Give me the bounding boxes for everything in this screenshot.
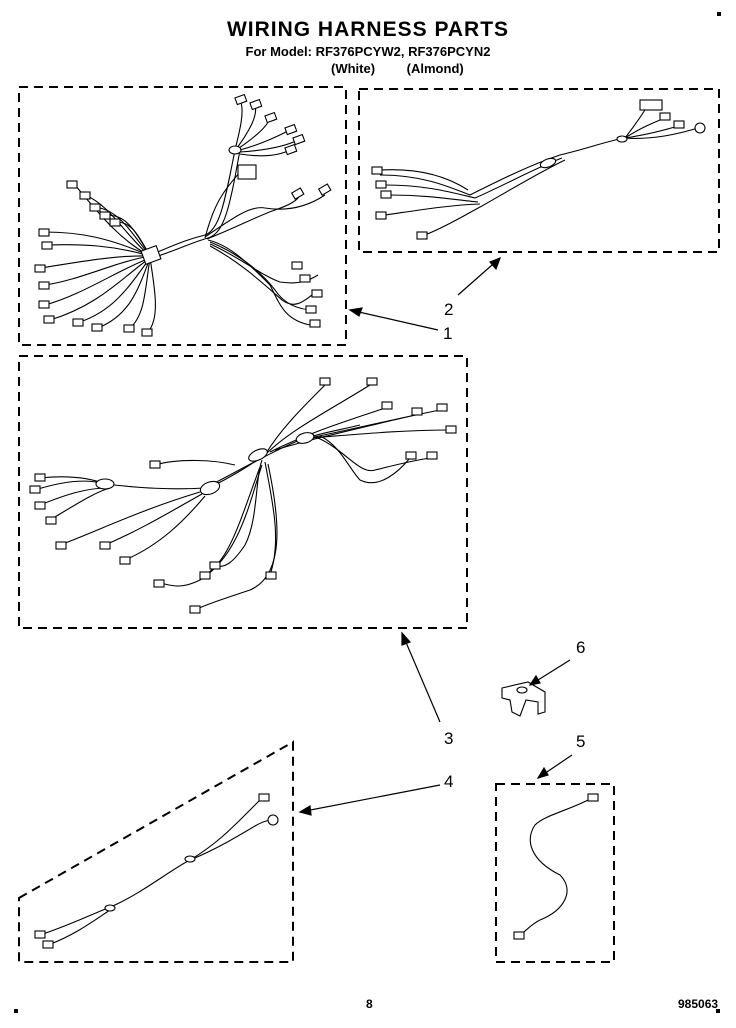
callout-6: 6 [576,638,586,657]
page-title: WIRING HARNESS PARTS [226,18,510,41]
registration-mark [717,12,721,16]
harness-2-drawing [371,99,706,240]
harness-2-box [358,88,720,253]
callout-2: 2 [444,300,454,319]
registration-mark [716,1009,720,1013]
harness-1-box [18,86,347,346]
callout-3: 3 [444,729,454,748]
bracket-part-6 [501,681,546,717]
callout-5: 5 [576,732,586,751]
harness-3-drawing [29,377,457,614]
callout-4: 4 [444,772,454,791]
variant-almond: (Almond) [406,61,464,76]
callout-1: 1 [443,324,453,343]
page-number: 8 [366,997,373,1011]
model-line: For Model: RF376PCYW2, RF376PCYN2 [245,44,491,59]
harness-4-drawing [34,793,279,949]
harness-3-box [18,355,468,629]
leader-lines [298,256,573,816]
harness-5-drawing [513,793,599,940]
harness-4-box [18,740,294,963]
harness-1-drawing [34,93,332,337]
registration-mark [14,1009,18,1013]
variant-white: (White) [331,61,376,76]
harness-5-box [495,783,615,963]
color-variants: (White) (Almond) [331,61,492,76]
document-number: 985063 [678,997,719,1011]
